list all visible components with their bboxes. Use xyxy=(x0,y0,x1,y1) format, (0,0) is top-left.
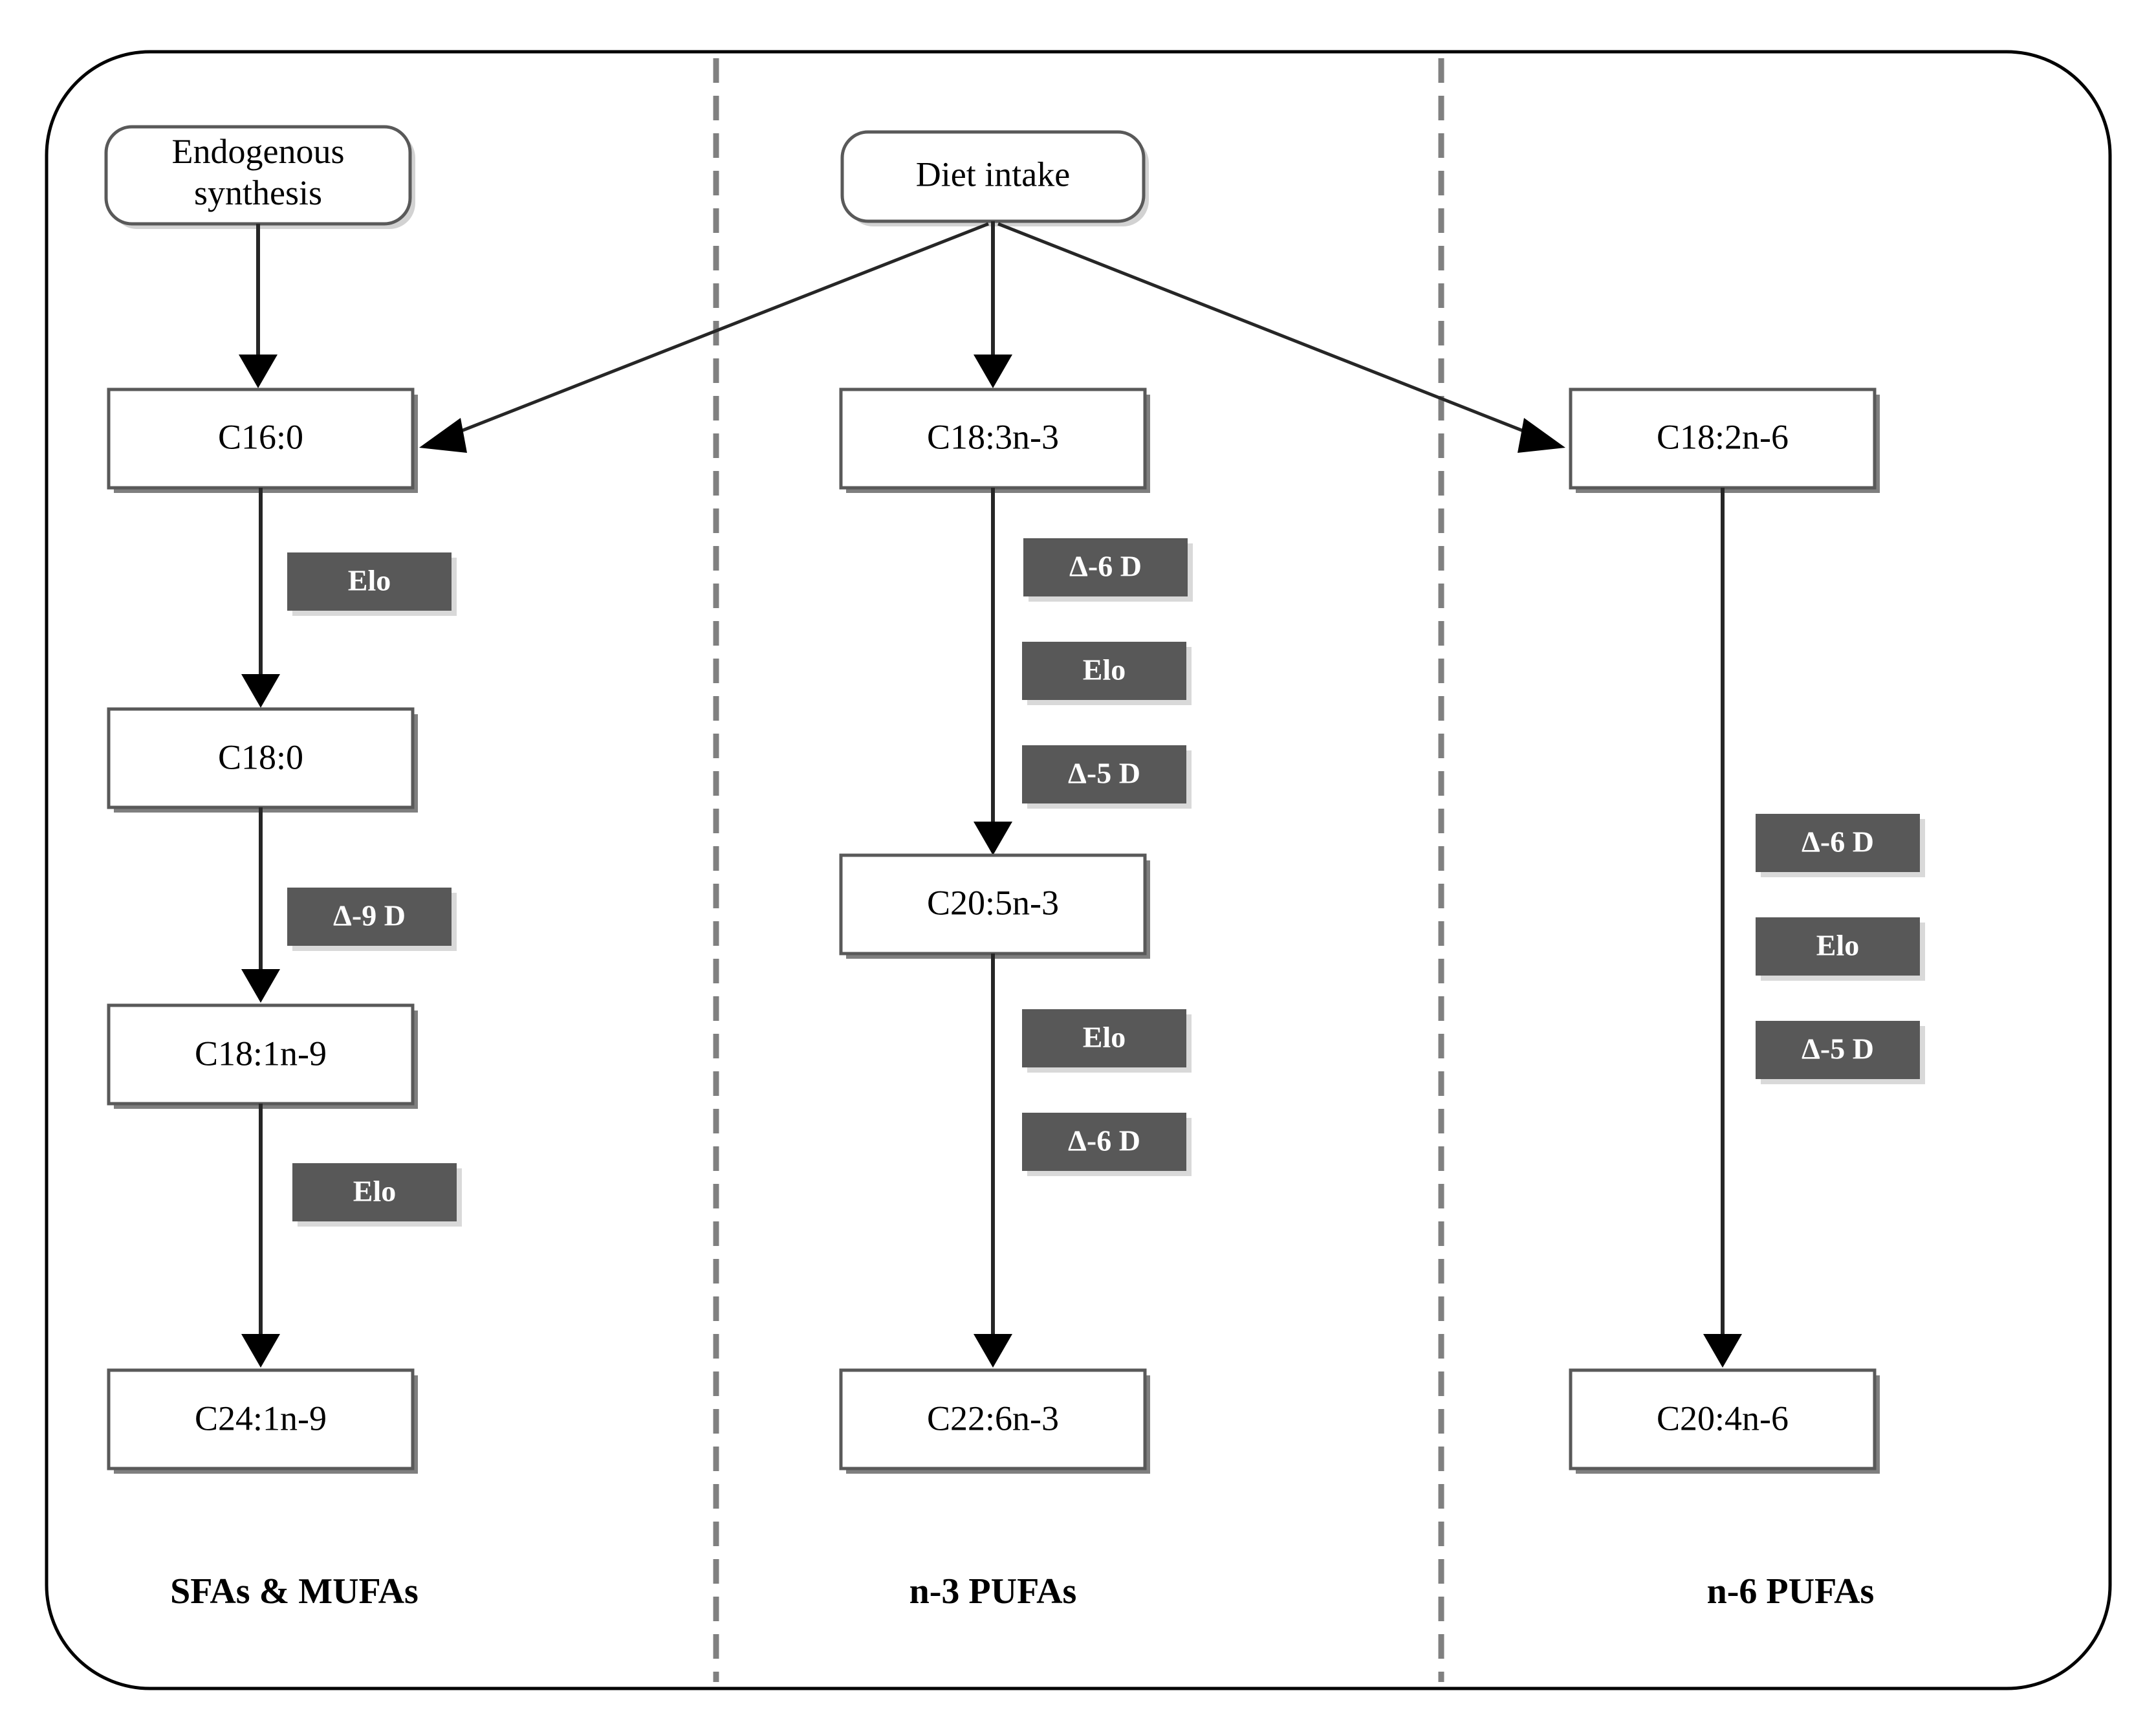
node-label-c20-5n3: C20:5n-3 xyxy=(927,883,1059,922)
badge-label-elo-m1: Elo xyxy=(1083,653,1126,686)
node-label-c22-6n3: C22:6n-3 xyxy=(927,1399,1059,1437)
arrow-endogenous-to-c16 xyxy=(239,224,278,388)
badge-delta-6-d-m2[interactable]: Δ-6 D xyxy=(1022,1113,1192,1176)
badge-label-delta-6-d-m1: Δ-6 D xyxy=(1069,550,1142,583)
badge-elo-r1[interactable]: Elo xyxy=(1756,917,1925,981)
node-c18-2n6[interactable]: C18:2n-6 xyxy=(1569,388,1880,493)
badge-label-delta-9-d: Δ-9 D xyxy=(333,899,406,932)
node-label-c18-2n6: C18:2n-6 xyxy=(1657,417,1789,456)
arrow-c18-2n6-to-c20-4n6 xyxy=(1703,488,1742,1368)
badge-label-elo-m2: Elo xyxy=(1083,1021,1126,1054)
node-label-diet-intake: Diet intake xyxy=(916,155,1070,193)
badge-delta-6-d-r1[interactable]: Δ-6 D xyxy=(1756,814,1925,877)
node-label-c18-0: C18:0 xyxy=(218,737,303,776)
arrow-diet-to-c16 xyxy=(419,222,989,453)
node-label-endogenous-line2: synthesis xyxy=(194,173,322,212)
badge-label-delta-6-d-r1: Δ-6 D xyxy=(1802,825,1874,858)
arrow-c16-to-c18-0 xyxy=(241,488,280,708)
badge-label-elo-2: Elo xyxy=(353,1175,396,1208)
badge-label-delta-5-d-r1: Δ-5 D xyxy=(1802,1032,1874,1065)
node-label-c24-1n9: C24:1n-9 xyxy=(195,1399,327,1437)
badge-elo-2[interactable]: Elo xyxy=(292,1163,462,1227)
badge-elo-m2[interactable]: Elo xyxy=(1022,1009,1192,1073)
badge-label-elo-1: Elo xyxy=(348,564,391,597)
node-endogenous-synthesis[interactable]: Endogenous synthesis xyxy=(104,125,415,229)
node-c18-3n3[interactable]: C18:3n-3 xyxy=(839,388,1150,493)
badge-delta-5-d-r1[interactable]: Δ-5 D xyxy=(1756,1021,1925,1084)
node-label-c20-4n6: C20:4n-6 xyxy=(1657,1399,1789,1437)
node-label-endogenous-line1: Endogenous xyxy=(172,132,345,171)
outer-frame xyxy=(45,50,2112,1690)
arrow-c20-5n3-to-c22-6n3 xyxy=(974,954,1012,1368)
node-diet-intake[interactable]: Diet intake xyxy=(840,130,1149,226)
node-c22-6n3[interactable]: C22:6n-3 xyxy=(839,1368,1150,1474)
badge-delta-6-d-m1[interactable]: Δ-6 D xyxy=(1023,538,1193,602)
badge-elo-m1[interactable]: Elo xyxy=(1022,642,1192,705)
group-label-n3-pufa: n-3 PUFAs xyxy=(909,1571,1077,1611)
arrow-c18-3n3-to-c20-5n3 xyxy=(974,488,1012,855)
arrow-c18-1n9-to-c24-1n9 xyxy=(241,1104,280,1368)
node-c16-0[interactable]: C16:0 xyxy=(107,388,418,493)
arrow-diet-to-c18-2n6 xyxy=(997,222,1565,453)
node-label-c16-0: C16:0 xyxy=(218,417,303,456)
badge-label-delta-6-d-m2: Δ-6 D xyxy=(1068,1124,1140,1157)
group-label-sfa-mufa: SFAs & MUFAs xyxy=(170,1571,419,1611)
node-c20-5n3[interactable]: C20:5n-3 xyxy=(839,853,1150,959)
badge-elo-1[interactable]: Elo xyxy=(287,552,457,616)
group-label-n6-pufa: n-6 PUFAs xyxy=(1707,1571,1875,1611)
node-c24-1n9[interactable]: C24:1n-9 xyxy=(107,1368,418,1474)
badge-label-elo-r1: Elo xyxy=(1816,929,1859,962)
node-label-c18-3n3: C18:3n-3 xyxy=(927,417,1059,456)
badge-delta-9-d[interactable]: Δ-9 D xyxy=(287,888,457,951)
arrow-c18-0-to-c18-1n9 xyxy=(241,807,280,1003)
node-label-c18-1n9: C18:1n-9 xyxy=(195,1034,327,1073)
arrow-diet-to-c18-3n3 xyxy=(974,221,1012,388)
node-c18-1n9[interactable]: C18:1n-9 xyxy=(107,1003,418,1109)
badge-delta-5-d-m1[interactable]: Δ-5 D xyxy=(1022,745,1192,809)
node-c20-4n6[interactable]: C20:4n-6 xyxy=(1569,1368,1880,1474)
badge-label-delta-5-d-m1: Δ-5 D xyxy=(1068,757,1140,790)
node-c18-0[interactable]: C18:0 xyxy=(107,707,418,813)
